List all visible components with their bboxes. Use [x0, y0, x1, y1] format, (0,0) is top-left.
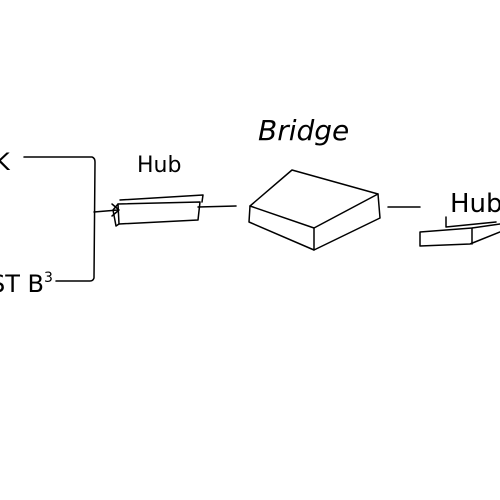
hub2-top-edge — [445, 216, 497, 228]
bridge-device — [248, 169, 381, 251]
bridge-right-face — [313, 193, 381, 251]
left-bottom-station-superscript: 3 — [44, 270, 53, 286]
hub-top-edge — [119, 194, 204, 203]
hub-label: Hub — [137, 153, 181, 178]
hub2-label: Hub2 — [450, 188, 500, 219]
hub2-label-text: Hub — [450, 189, 500, 219]
hub2-device — [419, 216, 500, 247]
left-stations-bracket — [23, 156, 96, 282]
hub2-body — [419, 223, 500, 247]
bridge-front-face — [248, 205, 315, 251]
left-top-station-label: K — [0, 148, 11, 176]
hub-to-bridge-link — [197, 205, 237, 208]
bridge-label: Bridge — [258, 114, 349, 147]
hub-body — [117, 201, 201, 225]
bracket-to-hub-arrow — [93, 203, 120, 217]
left-bottom-station-label: ST B3 — [0, 270, 53, 298]
left-bottom-station-text: ST B — [0, 270, 44, 298]
hub-side — [112, 203, 120, 227]
bridge-top-face — [249, 169, 379, 229]
hub-device — [112, 194, 204, 227]
